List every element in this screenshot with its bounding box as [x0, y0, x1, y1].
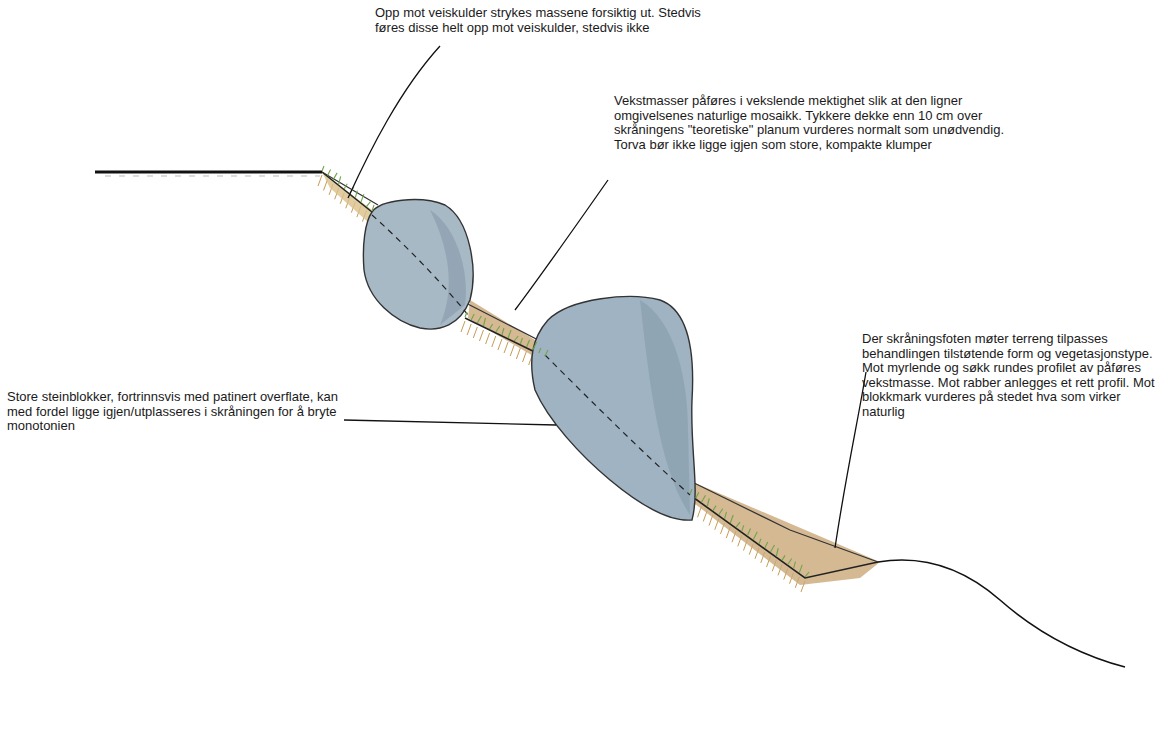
- road-shoulder: [105, 176, 320, 177]
- hatch-stroke: [473, 327, 477, 338]
- grass-stroke: [366, 202, 370, 207]
- grass-stroke: [520, 338, 522, 344]
- grass-stroke: [696, 492, 699, 498]
- hatch-stroke: [516, 348, 520, 359]
- grass-stroke: [719, 509, 723, 515]
- hatch-stroke: [504, 342, 508, 353]
- grass-stroke: [545, 350, 548, 356]
- grass-stroke: [344, 184, 347, 189]
- grass-stroke: [805, 572, 809, 577]
- leader-line: [344, 420, 556, 425]
- grass-stroke: [355, 191, 357, 198]
- slope-line: [322, 172, 878, 578]
- terrain-line: [878, 560, 1125, 667]
- hatch-stroke: [523, 351, 527, 362]
- grass-stroke: [361, 194, 364, 202]
- hatch-stroke: [467, 324, 471, 335]
- boulder-shade: [430, 210, 466, 325]
- grass-stroke: [514, 336, 518, 341]
- grass-stroke: [702, 495, 706, 502]
- annotation-text: Opp mot veiskulder strykes massene forsi…: [375, 6, 725, 35]
- annotation-text: Store steinblokker, fortrinnsvis med pat…: [7, 390, 342, 434]
- grass-stroke: [799, 565, 802, 573]
- hatch-stroke: [510, 345, 514, 356]
- grass-stroke: [782, 555, 785, 560]
- grass-stroke: [539, 348, 541, 353]
- grass-stroke: [471, 314, 474, 320]
- grass-stroke: [339, 176, 341, 184]
- hatch-stroke: [492, 336, 496, 347]
- soil-layer: [688, 480, 880, 585]
- grass-stroke: [759, 539, 761, 544]
- grass-stroke: [465, 312, 467, 317]
- hatch-stroke: [479, 330, 483, 341]
- hidden-slope-line: [545, 355, 690, 495]
- hatch-stroke: [318, 175, 322, 186]
- grass-stroke: [771, 545, 775, 552]
- grass-stroke: [483, 318, 485, 326]
- grass-stroke: [713, 506, 716, 511]
- grass-stroke: [372, 205, 374, 211]
- grass-stroke: [736, 522, 740, 527]
- grass-stroke: [527, 340, 530, 347]
- hatch-stroke: [486, 333, 490, 344]
- vegetation-top: [322, 172, 878, 562]
- grass-stroke: [690, 489, 692, 494]
- hatch-stroke: [461, 321, 465, 332]
- grass-stroke: [322, 166, 324, 171]
- grass-stroke: [742, 525, 744, 531]
- boulder-large: [532, 297, 695, 521]
- grass-stroke: [748, 529, 751, 536]
- grass-stroke: [490, 324, 493, 329]
- leader-line: [515, 180, 608, 310]
- hidden-slope-line: [372, 215, 468, 315]
- grass-stroke: [328, 169, 331, 175]
- grass-stroke: [533, 342, 537, 350]
- leader-line: [348, 46, 440, 198]
- grass-stroke: [776, 548, 778, 556]
- annotation-text: Der skråningsfoten møter terreng tilpass…: [862, 332, 1162, 420]
- grass-stroke: [788, 559, 792, 565]
- hatch-stroke: [498, 339, 502, 350]
- road-surface: [95, 171, 322, 174]
- grass-stroke: [508, 330, 511, 338]
- boulder-small: [363, 200, 473, 329]
- leader-line: [835, 372, 866, 548]
- grass-stroke: [730, 515, 733, 523]
- annotation-text: Vekstmasser påføres i vekslende mektighe…: [614, 94, 1034, 152]
- grass-strokes: [322, 166, 809, 577]
- grass-stroke: [333, 173, 337, 180]
- grass-stroke: [477, 316, 481, 323]
- grass-stroke: [753, 532, 757, 540]
- grass-stroke: [765, 542, 768, 548]
- grass-stroke: [707, 498, 709, 506]
- grass-stroke: [794, 562, 796, 569]
- grass-stroke: [496, 326, 500, 332]
- grass-stroke: [502, 328, 504, 335]
- grass-stroke: [725, 512, 727, 519]
- boulder-shade: [640, 300, 690, 515]
